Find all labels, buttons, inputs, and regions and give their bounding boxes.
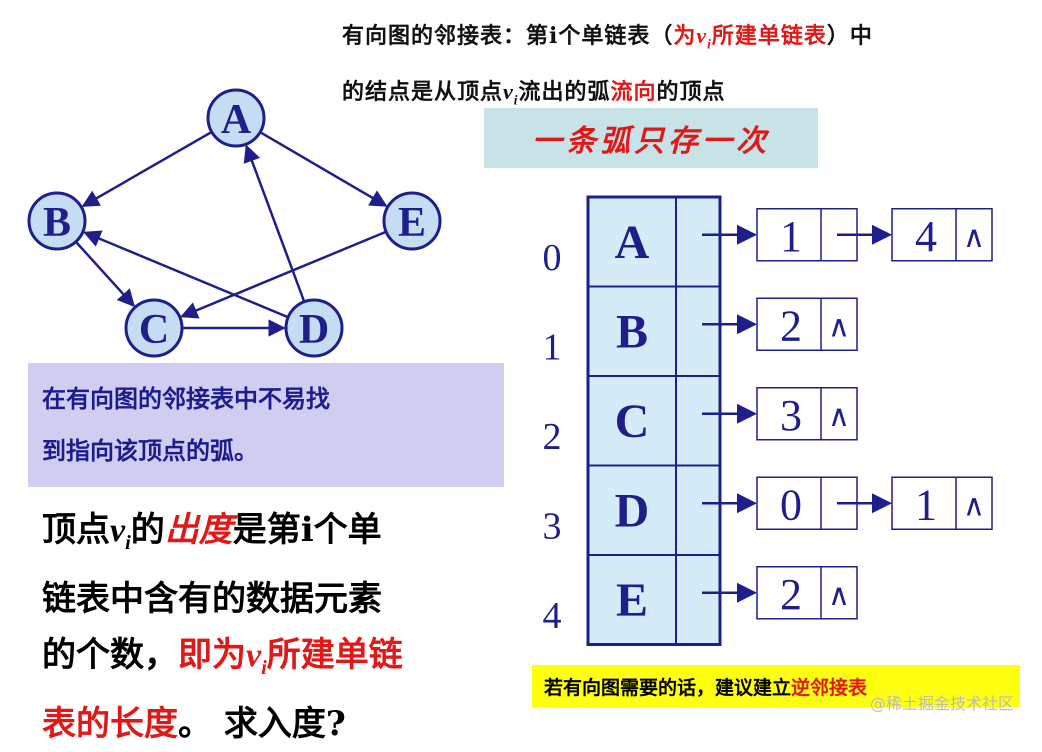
edge-D-A xyxy=(243,144,306,303)
row-index: 3 xyxy=(543,505,562,547)
list-node-value: 1 xyxy=(915,480,937,529)
watermark: @稀土掘金技术社区 xyxy=(870,694,1015,713)
null-pointer: ∧ xyxy=(828,399,850,434)
graph-node-label: D xyxy=(299,307,329,353)
list-node-value: 0 xyxy=(780,480,802,529)
top-description: 有向图的邻接表：第i个单链表（为vi所建单链表）中 的结点是从顶点vi流出的弧流… xyxy=(342,12,1032,125)
graph-node-label: E xyxy=(398,200,426,246)
row-index: 0 xyxy=(543,237,562,279)
note-box: 在有向图的邻接表中不易找 到指向该顶点的弧。 xyxy=(28,363,504,487)
list-node-value: 2 xyxy=(780,301,802,350)
out-degree-line-4: 表的长度。 求入度? xyxy=(42,703,346,744)
graph-node-label: B xyxy=(43,200,71,246)
list-node: 4∧ xyxy=(891,208,993,262)
graph-node-E: E xyxy=(382,191,442,251)
out-degree-line-3: 的个数，即为vi所建单链 xyxy=(42,634,403,679)
null-pointer: ∧ xyxy=(963,220,985,255)
row-index: 4 xyxy=(543,595,562,637)
edge-A-B xyxy=(81,130,213,208)
out-degree-line-2: 链表中含有的数据元素 xyxy=(42,578,382,619)
vertex-label: C xyxy=(615,395,650,448)
null-pointer: ∧ xyxy=(828,309,850,344)
row-index: 2 xyxy=(543,416,562,458)
list-node: 1∧ xyxy=(891,476,993,530)
note-line-2: 到指向该顶点的弧。 xyxy=(42,436,258,465)
list-node: 2∧ xyxy=(756,566,858,620)
once-label: 一条弧只存一次 xyxy=(484,108,818,168)
graph-node-A: A xyxy=(206,88,266,148)
suggest-box: 若有向图需要的话，建议建立逆邻接表 xyxy=(532,665,1020,707)
null-pointer: ∧ xyxy=(963,488,985,523)
list-node-value: 4 xyxy=(915,212,937,261)
edge-E-C xyxy=(180,230,387,319)
list-node-value: 3 xyxy=(780,391,802,440)
vertex-label: E xyxy=(616,574,648,627)
edge-B-C xyxy=(74,240,136,308)
null-pointer: ∧ xyxy=(828,578,850,613)
vertex-label: D xyxy=(615,484,650,537)
graph-node-label: A xyxy=(221,97,252,143)
row-index: 1 xyxy=(543,326,562,368)
graph-node-B: B xyxy=(27,191,87,251)
vertex-array xyxy=(586,195,722,646)
list-node: 2∧ xyxy=(756,297,858,351)
list-node-value: 2 xyxy=(780,570,802,619)
vertex-label: A xyxy=(615,216,650,269)
note-line-1: 在有向图的邻接表中不易找 xyxy=(42,384,330,413)
edge-D-B xyxy=(83,230,289,319)
graph-node-C: C xyxy=(124,298,184,358)
list-node-value: 1 xyxy=(780,212,802,261)
out-degree-text: 顶点vi的出度是第i个单 链表中含有的数据元素 的个数，即为vi所建单链 表的长… xyxy=(42,502,512,752)
list-node: 3∧ xyxy=(756,387,858,441)
vertex-label: B xyxy=(616,305,648,358)
graph-node-label: C xyxy=(139,307,169,353)
directed-graph: A B E C D xyxy=(27,88,442,358)
description-line-1: 有向图的邻接表：第i个单链表（为vi所建单链表）中 xyxy=(342,23,873,52)
graph-node-D: D xyxy=(284,298,344,358)
edge-A-E xyxy=(259,131,388,207)
out-degree-line-1: 顶点vi的出度是第i个单 xyxy=(42,510,382,554)
description-line-2: 的结点是从顶点vi流出的弧流向的顶点 xyxy=(342,79,726,108)
